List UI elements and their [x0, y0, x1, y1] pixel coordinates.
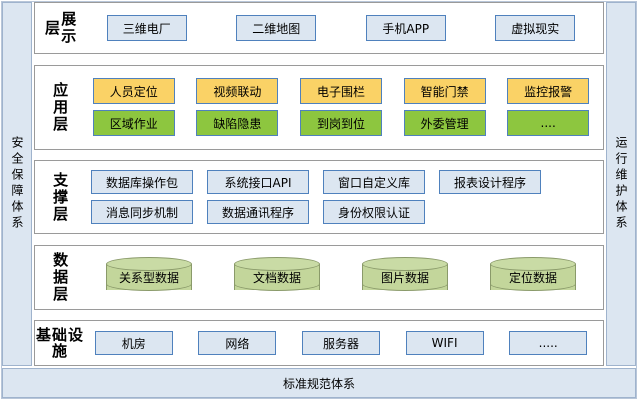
- node-database-operation-package[interactable]: 数据库操作包: [91, 170, 193, 194]
- cylinder-bottom: [106, 277, 192, 291]
- node-mobile-app[interactable]: 手机APP: [365, 15, 446, 41]
- layer-infrastructure: 基础设施 机房 网络 服务器 WIFI .....: [34, 320, 604, 366]
- node-defect-hazard[interactable]: 缺陷隐患: [196, 110, 279, 136]
- node-data-communication-program[interactable]: 数据通讯程序: [207, 200, 309, 224]
- cylinder-top: [234, 257, 320, 271]
- cylinder-top: [362, 257, 448, 271]
- layer-support-body: 数据库操作包 系统接口API 窗口自定义库 报表设计程序 消息同步机制 数据通讯…: [85, 170, 603, 224]
- node-video-linkage[interactable]: 视频联动: [196, 78, 279, 104]
- layer-infrastructure-body: 机房 网络 服务器 WIFI .....: [85, 331, 603, 355]
- node-network[interactable]: 网络: [198, 331, 277, 355]
- bottom-bar-standard-specification-system: 标准规范体系: [2, 368, 636, 398]
- layer-presentation: 展示层 三维电厂 二维地图 手机APP 虚拟现实: [34, 2, 604, 54]
- layer-application-label: 应用层: [51, 81, 70, 133]
- cylinder-bottom: [490, 277, 576, 291]
- infrastructure-row-1: 机房 网络 服务器 WIFI .....: [85, 331, 597, 355]
- node-2d-map[interactable]: 二维地图: [236, 15, 317, 41]
- layer-support-label: 支撑层: [51, 171, 70, 223]
- bottom-bar-label: 标准规范体系: [282, 376, 355, 391]
- node-virtual-reality[interactable]: 虚拟现实: [495, 15, 576, 41]
- layer-presentation-body: 三维电厂 二维地图 手机APP 虚拟现实: [85, 15, 603, 41]
- node-personnel-positioning[interactable]: 人员定位: [92, 78, 175, 104]
- node-on-duty-on-site[interactable]: 到岗到位: [299, 110, 382, 136]
- layer-support: 支撑层 数据库操作包 系统接口API 窗口自定义库 报表设计程序 消息同步机制 …: [34, 160, 604, 234]
- cylinder-top: [490, 257, 576, 271]
- layer-stack: 展示层 三维电厂 二维地图 手机APP 虚拟现实 应用层 人员定位 视频联动: [34, 2, 604, 366]
- node-wifi[interactable]: WIFI: [405, 331, 484, 355]
- node-report-design-program[interactable]: 报表设计程序: [439, 170, 541, 194]
- node-3d-power-plant[interactable]: 三维电厂: [106, 15, 187, 41]
- cylinder-top: [106, 257, 192, 271]
- right-sidebar-label: 运行维护体系: [614, 136, 628, 232]
- layer-data: 数据层 关系型数据 文档数据: [34, 244, 604, 310]
- layer-data-label: 数据层: [51, 251, 70, 303]
- layer-application: 应用层 人员定位 视频联动 电子围栏 智能门禁 监控报警 区域作业 缺陷隐患 到…: [34, 64, 604, 150]
- application-row-2: 区域作业 缺陷隐患 到岗到位 外委管理 ....: [85, 110, 597, 136]
- cylinder-bottom: [362, 277, 448, 291]
- cylinder-image-data[interactable]: 图片数据: [362, 257, 448, 297]
- node-computer-room[interactable]: 机房: [94, 331, 173, 355]
- cylinder-document-data[interactable]: 文档数据: [234, 257, 320, 297]
- node-window-custom-library[interactable]: 窗口自定义库: [323, 170, 425, 194]
- layer-application-body: 人员定位 视频联动 电子围栏 智能门禁 监控报警 区域作业 缺陷隐患 到岗到位 …: [85, 78, 603, 136]
- node-server[interactable]: 服务器: [301, 331, 380, 355]
- data-cylinder-row: 关系型数据 文档数据 图片数据: [85, 257, 597, 297]
- layer-infrastructure-label: 基础设施: [35, 325, 84, 360]
- application-row-1: 人员定位 视频联动 电子围栏 智能门禁 监控报警: [85, 78, 597, 104]
- cylinder-image-data-label: 图片数据: [380, 270, 429, 285]
- node-infrastructure-more[interactable]: .....: [509, 331, 588, 355]
- node-identity-authorization[interactable]: 身份权限认证: [323, 200, 425, 224]
- node-smart-access-control[interactable]: 智能门禁: [403, 78, 486, 104]
- cylinder-document-data-label: 文档数据: [252, 270, 301, 285]
- node-system-interface-api[interactable]: 系统接口API: [207, 170, 309, 194]
- cylinder-bottom: [234, 277, 320, 291]
- node-outsourcing-management[interactable]: 外委管理: [403, 110, 486, 136]
- layer-data-body: 关系型数据 文档数据 图片数据: [85, 257, 603, 297]
- presentation-row-1: 三维电厂 二维地图 手机APP 虚拟现实: [85, 15, 597, 41]
- cylinder-relational-data[interactable]: 关系型数据: [106, 257, 192, 297]
- node-message-sync-mechanism[interactable]: 消息同步机制: [91, 200, 193, 224]
- node-area-operation[interactable]: 区域作业: [92, 110, 175, 136]
- diagram-main-area: 安全保障体系 展示层 三维电厂 二维地图 手机APP 虚拟现实 应用层: [2, 2, 636, 366]
- cylinder-positioning-data-label: 定位数据: [508, 270, 557, 285]
- right-sidebar-operation-maintenance-system: 运行维护体系: [606, 2, 636, 366]
- layer-presentation-label: 展示层: [43, 11, 78, 45]
- support-row-2: 消息同步机制 数据通讯程序 身份权限认证: [85, 200, 597, 224]
- node-electronic-fence[interactable]: 电子围栏: [299, 78, 382, 104]
- left-sidebar-security-system: 安全保障体系: [2, 2, 32, 366]
- support-row-1: 数据库操作包 系统接口API 窗口自定义库 报表设计程序: [85, 170, 597, 194]
- cylinder-positioning-data[interactable]: 定位数据: [490, 257, 576, 297]
- left-sidebar-label: 安全保障体系: [10, 136, 24, 232]
- cylinder-relational-data-label: 关系型数据: [118, 270, 179, 285]
- node-application-more[interactable]: ....: [507, 110, 590, 136]
- node-monitoring-alarm[interactable]: 监控报警: [507, 78, 590, 104]
